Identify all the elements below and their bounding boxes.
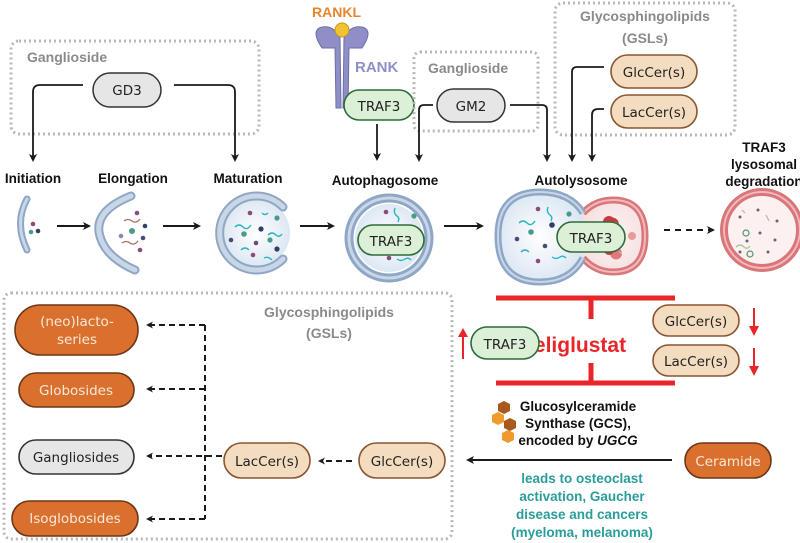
stage-label-autolysosome: Autolysosome: [534, 173, 628, 188]
laccer-label: LacCer(s): [664, 354, 728, 370]
gm2-label: GM2: [456, 99, 487, 115]
outcome-line3: disease and cancers: [516, 507, 648, 522]
laccer-label: LacCer(s): [622, 105, 686, 121]
product-label: Gangliosides: [33, 450, 119, 466]
box-label: Ganglioside: [27, 49, 107, 65]
traf3-pill-autophagosome: [357, 224, 425, 256]
traf3-label: TRAF3: [369, 234, 413, 250]
enzyme-name-line3: encoded by UGCG: [518, 433, 638, 448]
dotted-box: [412, 50, 540, 133]
traf3-label: TRAF3: [357, 99, 401, 115]
glccer-label: GlcCer(s): [623, 65, 685, 81]
enzyme-hexagon-icon: [492, 401, 516, 443]
gsl-group-top: Glycosphingolipids (GSLs) GlcCer(s) LacC…: [553, 1, 737, 162]
stage-label-maturation: Maturation: [214, 171, 283, 186]
box-label: Glycosphingolipids: [264, 304, 394, 320]
box-label: (GSLs): [622, 30, 668, 46]
product-label: Globosides: [39, 383, 113, 399]
encoded-by-text: encoded by: [518, 433, 597, 448]
product-label: Isoglobosides: [29, 511, 120, 527]
traf3-pill-receptor: [343, 89, 415, 121]
glccer-label: GlcCer(s): [665, 314, 727, 330]
gcs-enzyme: Glucosylceramide Synthase (GCS), encoded…: [466, 399, 772, 540]
ceramide-pill: [684, 442, 772, 479]
glccer-pill-inhibition: [652, 304, 740, 337]
eliglustat-inhibition: eliglustat TRAF3 GlcCer(s) LacCer(s): [458, 295, 759, 386]
arrow-gd3-initiation: [29, 84, 83, 162]
traf3-pill-autolysosome: [556, 221, 626, 253]
rank-receptor-icon: [315, 26, 342, 109]
rankl-ligand-icon: [334, 22, 350, 38]
product-label: (neo)lacto-: [40, 314, 114, 330]
rankl-label: RANKL: [312, 4, 361, 20]
dotted-box: [2, 291, 454, 541]
product-globosides-pill: [18, 372, 135, 408]
rank-receptor: RANKL RANK TRAF3: [312, 4, 415, 161]
stage-label-degradation-3: degradation: [725, 174, 800, 189]
glccer-pill-bottom: [358, 442, 446, 479]
dotted-box: [553, 1, 737, 137]
gsl-group-bottom: Glycosphingolipids (GSLs) (neo)lacto- se…: [2, 291, 454, 541]
box-label: Ganglioside: [428, 60, 508, 76]
ganglioside-group-gd3: Ganglioside GD3: [9, 39, 261, 162]
stage-label-initiation: Initiation: [5, 171, 61, 186]
lysosome-degradation-icon: [720, 188, 800, 272]
outcome-line2: activation, Gaucher: [519, 489, 645, 504]
ganglioside-group-gm2: Ganglioside GM2: [412, 50, 551, 162]
traf3-label: TRAF3: [483, 337, 527, 353]
glccer-pill: [610, 54, 698, 89]
eliglustat-label: eliglustat: [534, 334, 626, 357]
autophagosome-icon: TRAF3: [344, 193, 434, 283]
ceramide-label: Ceramide: [695, 454, 760, 470]
glccer-label: GlcCer(s): [371, 454, 433, 470]
laccer-pill-bottom: [223, 442, 311, 479]
box-label: Glycosphingolipids: [580, 8, 710, 24]
product-isoglobosides-pill: [11, 500, 139, 537]
product-label: series: [57, 332, 97, 348]
enzyme-name-line2: Synthase (GCS),: [525, 416, 631, 431]
arrow-gd3-maturation: [174, 84, 239, 162]
dotted-box: [9, 39, 261, 136]
initiation-phagophore-icon: [17, 195, 41, 254]
stage-label-autophagosome: Autophagosome: [332, 173, 439, 188]
laccer-label: LacCer(s): [235, 454, 299, 470]
gm2-pill: [436, 88, 506, 123]
outcome-line4: (myeloma, melanoma): [511, 525, 653, 540]
laccer-pill-inhibition: [652, 344, 740, 377]
laccer-pill: [610, 94, 698, 129]
outcome-line1: leads to osteoclast: [521, 471, 643, 486]
arrow-glccer-autolysosome: [568, 66, 604, 162]
maturation-phagophore-icon: [215, 191, 290, 275]
arrow-laccer-autolysosome: [588, 108, 604, 162]
product-gangliosides-pill: [18, 439, 135, 475]
enzyme-name-line1: Glucosylceramide: [520, 399, 637, 414]
arrow-gm2-autolysosome: [510, 104, 551, 162]
traf3-pill-inhibition: [470, 326, 540, 360]
traf3-label: TRAF3: [569, 231, 613, 247]
gd3-label: GD3: [112, 83, 141, 99]
arrow-gm2-autophagosome: [415, 104, 433, 162]
gene-name: UGCG: [597, 433, 638, 448]
gd3-pill: [92, 72, 162, 108]
rank-label: RANK: [355, 59, 398, 76]
stage-label-degradation-1: TRAF3: [742, 140, 786, 155]
elongation-phagophore-icon: [94, 191, 148, 275]
product-neolacto-pill: [14, 304, 139, 356]
stage-label-elongation: Elongation: [98, 171, 168, 186]
box-label: (GSLs): [306, 325, 352, 341]
autolysosome-icon: TRAF3: [494, 188, 649, 286]
stage-label-degradation-2: lysosomal: [731, 157, 797, 172]
